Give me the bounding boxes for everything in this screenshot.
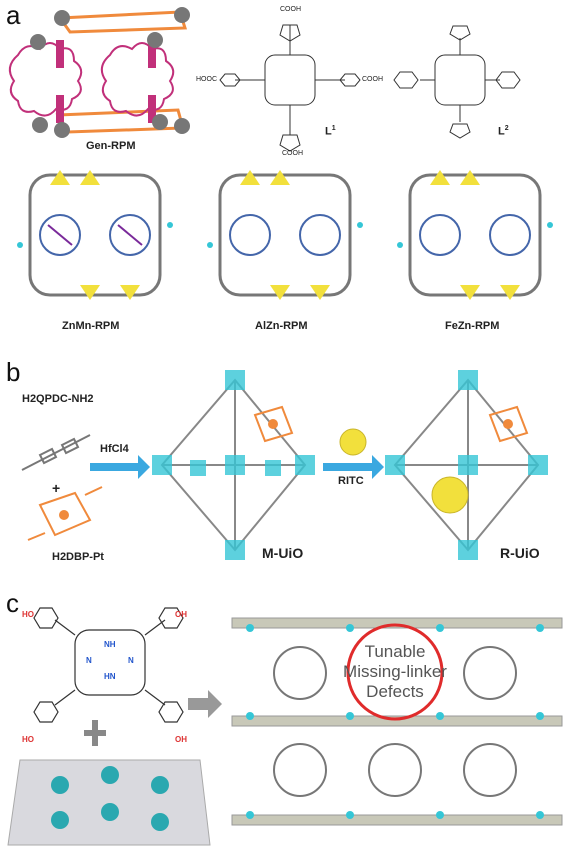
panel-a: a [0, 0, 573, 345]
l2-label: L2 [498, 125, 509, 138]
h2dbp-pt-linker [27, 486, 103, 541]
defect-text: Tunable Missing-linker Defects [343, 642, 447, 702]
plus-sign: + [52, 480, 61, 496]
l1-cooh-bottom: COOH [282, 150, 303, 157]
n-label-left: N [86, 656, 92, 665]
h2qpdc-linker [21, 434, 91, 471]
l1-letter: L [325, 125, 332, 138]
layered-framework [231, 617, 563, 826]
fe-zn-rpm-structure [397, 170, 553, 300]
l1-label: L1 [325, 125, 336, 138]
gen-rpm-label: Gen-RPM [86, 140, 136, 152]
hn-label: HN [104, 672, 116, 681]
panel-b-graphics [21, 370, 548, 560]
zn-mn-rpm-structure [17, 170, 173, 300]
panel-c-letter: c [6, 588, 19, 618]
zr-clusters [51, 766, 169, 831]
r-uio-ritc-sphere [431, 476, 469, 514]
process-arrow [188, 690, 222, 718]
l1-hooc-left: HOOC [196, 76, 217, 83]
defect-line-1: Tunable [364, 642, 426, 661]
r-uio-orange-linker [488, 405, 529, 443]
panel-c-graphics [7, 607, 563, 846]
m-uio-label: M-UiO [262, 545, 304, 561]
panel-c: c [0, 580, 573, 855]
zn-mn-rpm-label: ZnMn-RPM [62, 320, 120, 332]
panel-a-letter: a [6, 0, 21, 30]
oh-label-bottom: OH [175, 735, 187, 744]
defect-line-2: Missing-linker [343, 662, 447, 681]
l1-superscript: 1 [331, 125, 336, 132]
ho-label-bottom: HO [22, 735, 34, 744]
panel-b-letter: b [6, 357, 21, 387]
defect-line-3: Defects [366, 682, 424, 701]
h2qpdc-label: H2QPDC-NH2 [22, 393, 94, 405]
hfcl4-arrow [90, 455, 150, 479]
ritc-label: RITC [338, 475, 364, 487]
ho-label-top: HO [22, 610, 34, 619]
r-uio-label: R-UiO [500, 545, 540, 561]
l2-structure [393, 25, 521, 139]
nh-label: NH [104, 640, 116, 649]
n-label-right: N [128, 656, 134, 665]
tcpp-linker [33, 607, 184, 723]
ritc-sphere [339, 428, 367, 456]
l1-cooh-top: COOH [280, 6, 301, 13]
fe-zn-rpm-label: FeZn-RPM [445, 320, 500, 332]
h2dbp-pt-label: H2DBP-Pt [52, 551, 104, 563]
panel-a-graphics [8, 7, 553, 300]
l1-cooh-right: COOH [362, 76, 383, 83]
m-uio-orange-linker [253, 405, 294, 443]
defect-highlight-circle [346, 623, 444, 721]
panel-b: b [0, 345, 573, 580]
l1-structure [219, 24, 361, 152]
al-zn-rpm-structure [207, 170, 363, 300]
al-zn-rpm-label: AlZn-RPM [255, 320, 308, 332]
l2-letter: L [498, 125, 505, 138]
l2-superscript: 2 [504, 125, 509, 132]
plus-symbol [84, 720, 106, 746]
gen-rpm-schematic [8, 7, 190, 138]
oh-label-top: OH [175, 610, 187, 619]
hfcl4-label: HfCl4 [100, 443, 129, 455]
ritc-arrow [323, 455, 384, 479]
